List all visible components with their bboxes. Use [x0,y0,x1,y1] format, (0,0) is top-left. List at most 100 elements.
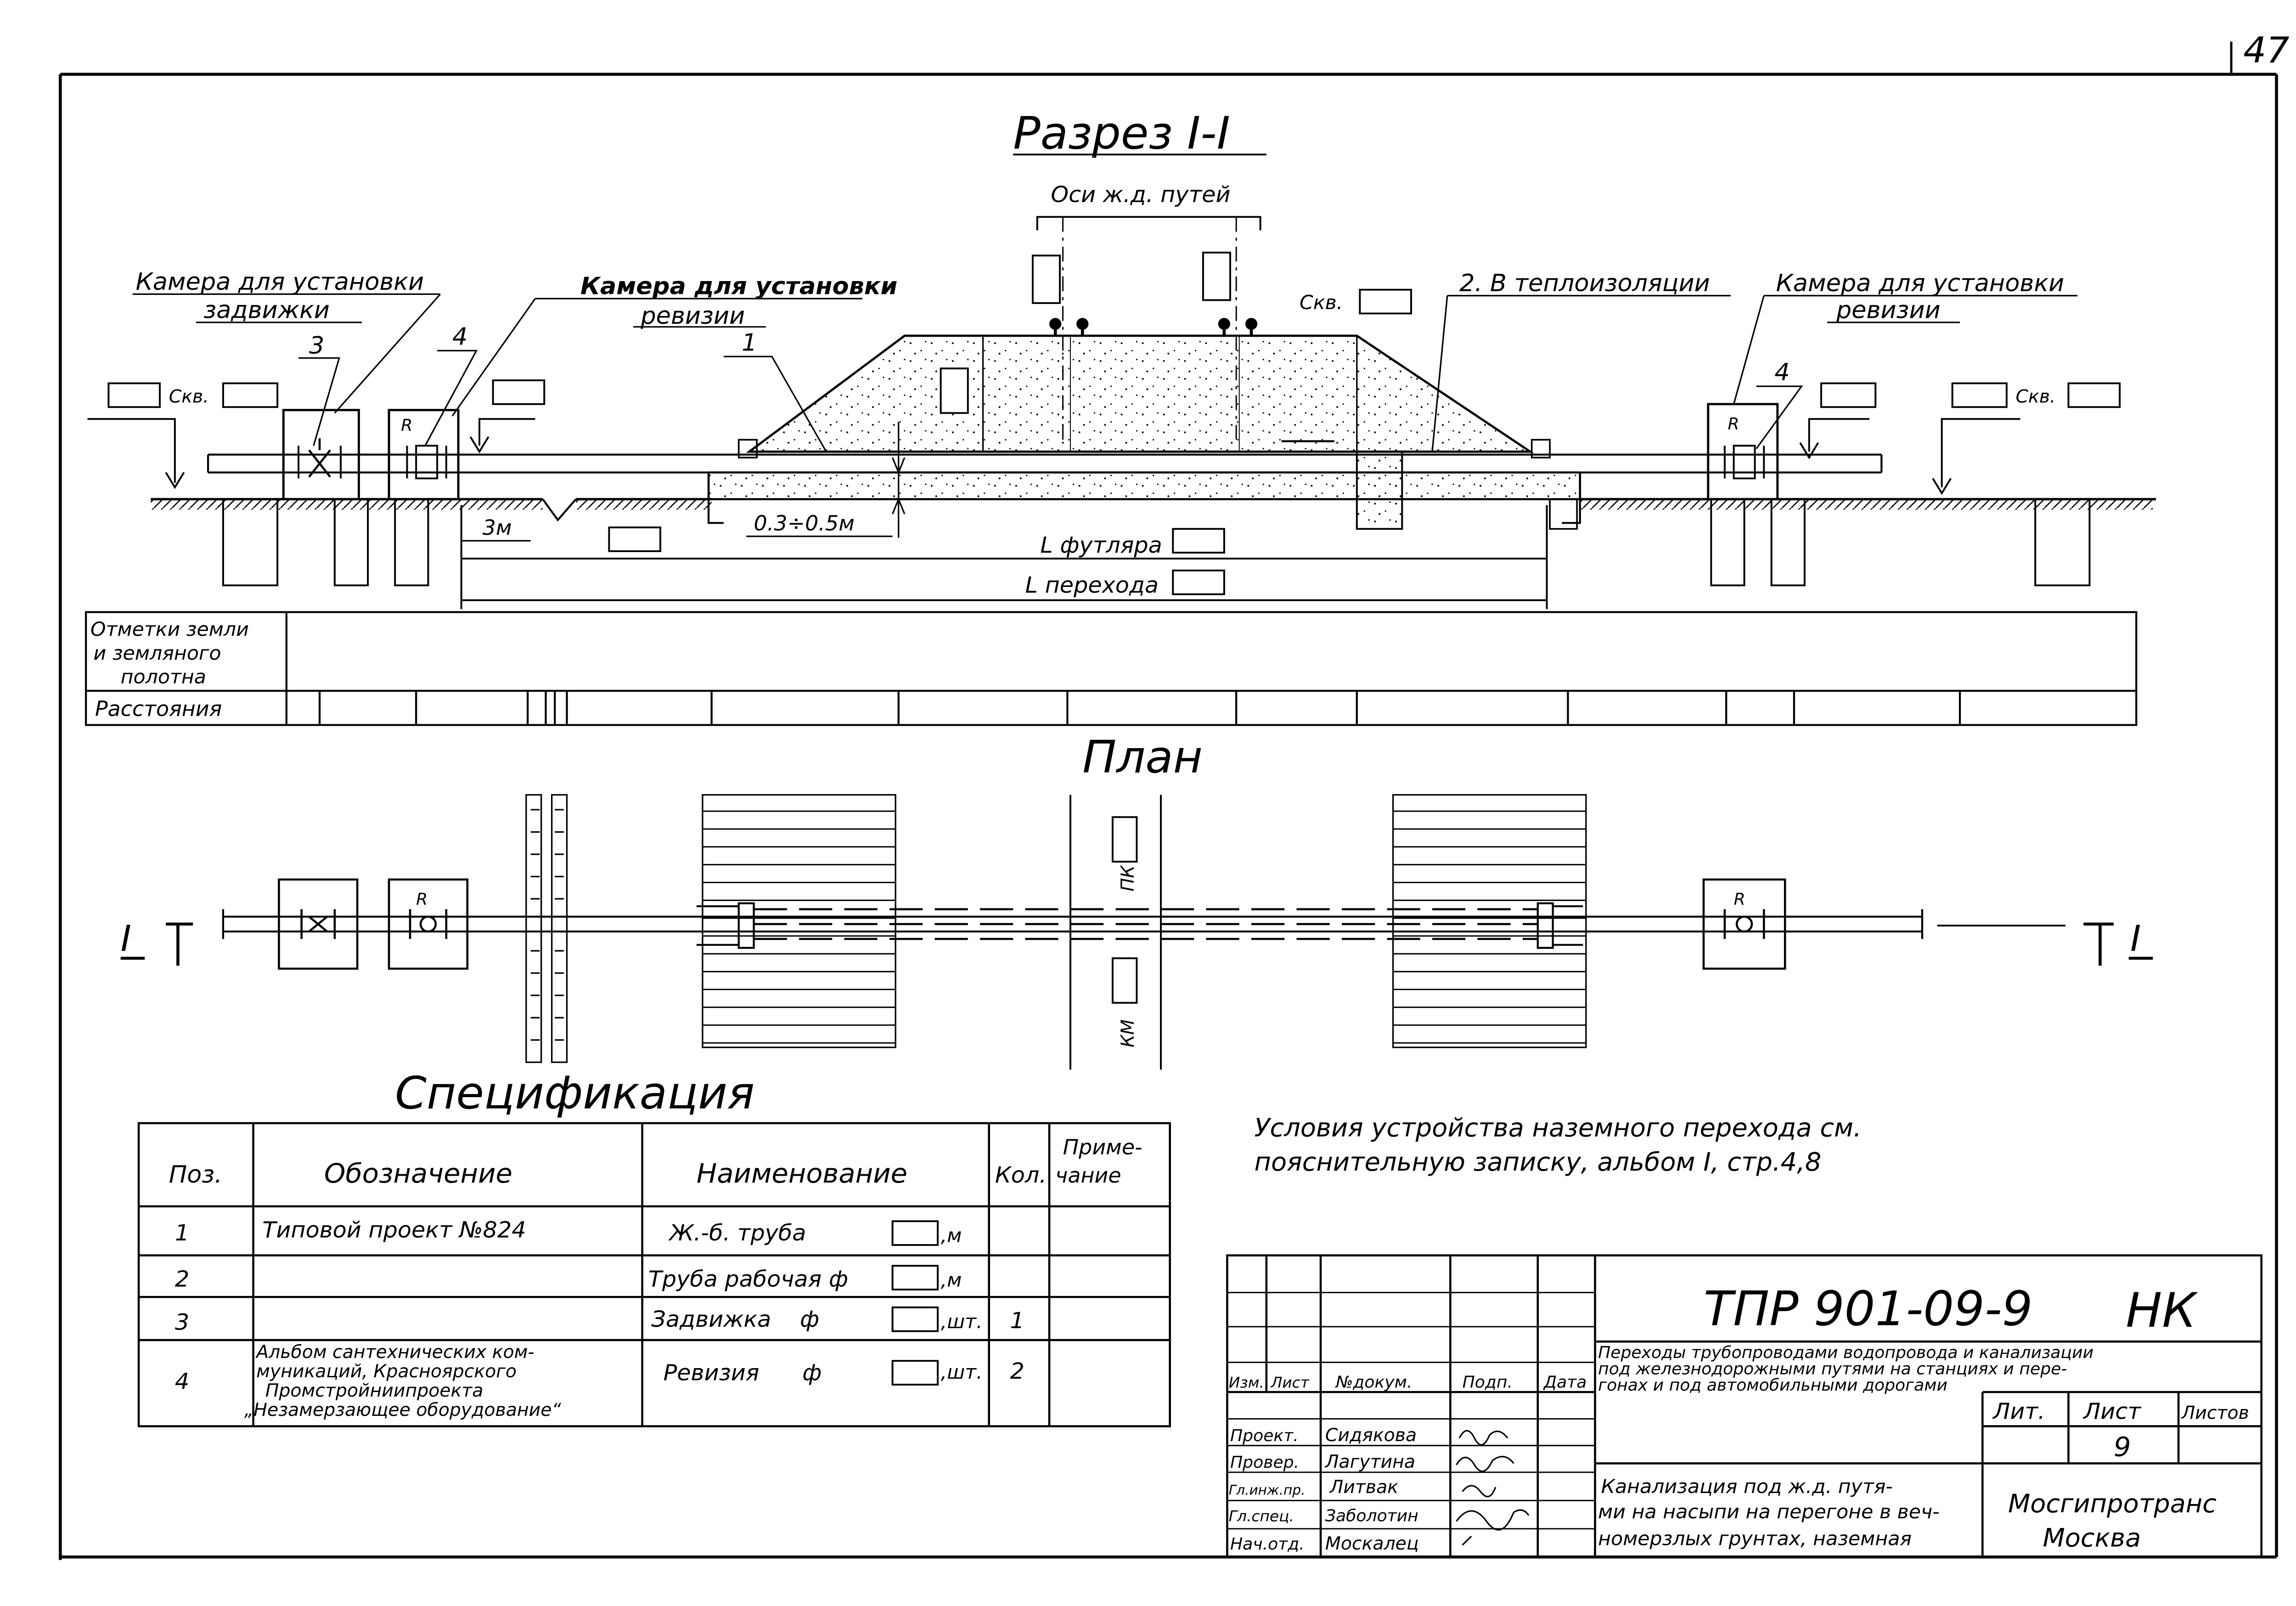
stamp-col-izm: Изм. [1229,1374,1264,1392]
pos-4-label-left: 4 [452,323,467,351]
spec-title: Спецификация [395,1067,754,1119]
stamp-org-1: Мосгипротранс [2008,1490,2217,1519]
spec-h-qty: Кол. [995,1162,1047,1188]
stamp-sheet-value: 9 [2114,1431,2131,1462]
stamp-name-5: Москалец [1325,1533,1419,1554]
skv-label-center: Скв. [1300,291,1343,314]
depth-label: 0.3÷0.5м [754,511,855,535]
stamp-role-5: Нач.отд. [1230,1535,1305,1554]
stamp-name-1: Сидякова [1325,1425,1417,1446]
spec-row-4-unit: ,шт. [941,1361,983,1383]
plan-embankment-left [702,794,896,1048]
stamp-name-3: Литвак [1329,1477,1399,1498]
section-title: Разрез I-I [1013,107,1230,159]
skv-label-right: Скв. [2016,387,2056,407]
spec-row-2-name: Труба рабочая ф [648,1266,848,1292]
svg-text:Камера для установки: Камера для установки [135,268,424,296]
chamber-r-left: R [401,416,412,435]
plan-valve-chamber [278,878,359,970]
ground-line [151,498,2156,522]
km-label: КМ [1118,1020,1138,1048]
l-cross-label: L перехода [1025,572,1159,598]
stamp-col-list: Лист [1271,1374,1310,1392]
spec-table [137,1122,1171,1427]
profile-table [85,611,2138,726]
stamp-title-2: под железнодорожными путями на станциях … [1598,1360,2067,1379]
spec-row-1-unit: ,м [941,1224,962,1247]
revision-chamber-right [1707,403,1779,501]
dist-3m-label: 3м [483,516,512,540]
stamp-role-1: Проект. [1230,1426,1299,1445]
stamp-role-2: Провер. [1230,1453,1299,1472]
plan-view: План ПК КМ [120,732,2153,1070]
stamp-role-3: Гл.инж.пр. [1229,1482,1306,1498]
stamp-name-4: Заболотин [1325,1507,1418,1526]
callout-valve-chamber: Камера для установки задвижки [132,268,441,414]
spec-row-3-name: Задвижка ф [651,1306,819,1332]
pos-2-label: 2. В теплоизоляции [1459,270,1710,297]
plan-revision-chamber-right [1702,878,1786,970]
spec-row-3-pos: 3 [175,1309,189,1336]
section-mark-right [2083,922,2153,966]
spec-h-note-1: Приме- [1063,1135,1142,1160]
stamp-sheet-title-2: ми на насыпи на перегоне в веч- [1598,1500,1940,1523]
spec-row-4-designation-3: Промстройниипроекта [265,1381,484,1401]
spec-h-pos: Поз. [169,1161,222,1189]
spec-row-4-name: Ревизия ф [664,1360,822,1386]
spec-row-1-name: Ж.-б. труба [668,1220,806,1246]
section-mark-label-left: I [121,918,131,959]
plan-title: План [1082,732,1203,783]
pk-label: ПК [1118,864,1138,891]
stamp-sheet-title-3: номерзлых грунтах, наземная [1598,1527,1912,1550]
spec-row-4-designation-2: муникаций, Красноярского [256,1361,517,1382]
casing-slab [707,471,1581,501]
valve-chamber [282,409,360,501]
rails [1049,318,1258,336]
svg-text:ревизии: ревизии [1836,297,1941,324]
stamp-org-2: Москва [2043,1524,2141,1553]
spec-h-name: Наименование [697,1158,907,1189]
callout-revision-chamber-left: Камера для установки ревизии [451,273,897,417]
spec-row-4-designation-1: Альбом сантехнических ком- [255,1342,534,1363]
spec-row-2-pos: 2 [175,1266,189,1292]
spec-h-note-2: чание [1055,1163,1121,1188]
plan-road-strips [525,794,568,1063]
spec-row-4-designation-4: „Незамерзающее оборудование“ [244,1400,562,1420]
stamp-col-date: Дата [1543,1373,1587,1392]
spec-row-3-unit: ,шт. [941,1310,983,1333]
spec-row-1-designation: Типовой проект №824 [262,1217,526,1243]
pos-1-label: 1 [742,329,757,357]
row-dist-label: Расстояния [95,697,222,721]
stamp-role-4: Гл.спец. [1229,1508,1294,1525]
spec-row-1-pos: 1 [175,1220,189,1246]
rail-axes-label: Оси ж.д. путей [1051,181,1230,208]
row-marks-label-3: полотна [121,665,206,688]
stamp-title-3: гонах и под автомобильными дорогами [1598,1376,1947,1395]
stamp-name-2: Лагутина [1324,1452,1415,1472]
svg-text:задвижки: задвижки [203,297,330,324]
row-marks-label-1: Отметки земли [90,618,249,641]
plan-r-right: R [1734,890,1745,909]
pos-3-label: 3 [309,332,324,360]
title-block: ТПР 901-09-9 НК Переходы трубопроводами … [1226,1254,2262,1558]
embankment [746,334,1534,453]
spec-row-4-qty: 2 [1010,1358,1024,1384]
sheet-number: 47 [2243,29,2289,71]
stamp-section-code: НК [2126,1283,2198,1338]
section-view: Разрез I-I Оси ж.д. путей [85,107,2156,726]
stamp-col-doc: №докум. [1335,1373,1412,1392]
length-dimensions [460,505,1548,609]
stamp-sheet-title-1: Канализация под ж.д. путя- [1601,1475,1893,1498]
note-line-1: Условия устройства наземного перехода см… [1255,1114,1862,1143]
l-case-label: L футляра [1040,532,1162,558]
pos-4-label-right: 4 [1774,359,1790,387]
stamp-sheet-label: Лист [2082,1398,2141,1425]
plan-r-left: R [416,890,428,909]
specification: Спецификация Поз. Обозначение Наименован… [137,1067,1171,1427]
section-mark-label-right: I [2130,918,2141,959]
spec-h-designation: Обозначение [324,1158,512,1189]
skv-label-left: Скв. [169,387,209,407]
working-pipe [207,453,1883,473]
spec-row-2-unit: ,м [941,1269,962,1291]
